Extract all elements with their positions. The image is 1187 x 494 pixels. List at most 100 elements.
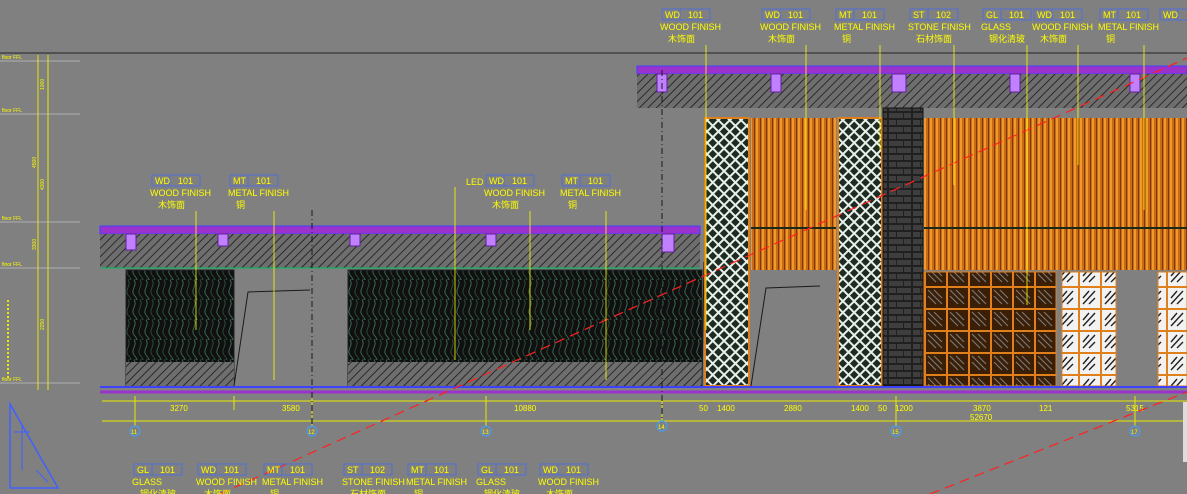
side-dim: 4500 xyxy=(32,157,38,168)
tag-english: METAL FINISH xyxy=(1098,22,1159,32)
tag-chinese: 木饰面 xyxy=(204,488,231,494)
level-scale: floor FFL floor FFL floor FFL floor FFL … xyxy=(0,55,80,390)
tag-code: GL xyxy=(137,465,149,475)
tag-number: 101 xyxy=(290,465,305,475)
tag-code: MT xyxy=(233,176,246,186)
tag-chinese: 石材饰面 xyxy=(350,488,386,494)
dimension-chain: 3270 3580 10880 50 1400 2880 1400 50 120… xyxy=(102,396,1187,426)
tag-box xyxy=(761,8,811,21)
glass-cabinet xyxy=(1157,271,1187,387)
tag-english: WOOD FINISH xyxy=(538,477,599,487)
dimension-value: 1400 xyxy=(717,404,735,413)
tag-chinese: 木饰面 xyxy=(768,33,795,44)
section-line xyxy=(929,391,1187,494)
tag-code: MT xyxy=(411,465,424,475)
tag-code: ST xyxy=(913,10,925,20)
tag-code: MT xyxy=(1103,10,1116,20)
dimension-value: 10880 xyxy=(514,404,537,413)
dimension-value: 3870 xyxy=(973,404,991,413)
tag-code: MT xyxy=(267,465,280,475)
dimension-value: 2880 xyxy=(784,404,802,413)
tag-code: ST xyxy=(347,465,359,475)
level-label: floor FFL xyxy=(2,377,22,383)
tag-chinese: 木饰面 xyxy=(1040,33,1067,44)
dimension-value: 50 xyxy=(878,404,887,413)
display-cabinet xyxy=(923,271,1057,387)
tag-box xyxy=(133,463,183,476)
grid-label: 15 xyxy=(892,430,899,436)
dimension-value: 3580 xyxy=(282,404,300,413)
tag-box xyxy=(197,463,247,476)
tag-box xyxy=(407,463,457,476)
tag-box xyxy=(263,463,313,476)
side-dim: 4300 xyxy=(40,179,46,190)
led-label: LED xyxy=(466,177,484,187)
stone-column xyxy=(882,107,924,387)
tag-english: GLASS xyxy=(132,477,162,487)
grid-label: 12 xyxy=(308,430,315,436)
tag-english: GLASS xyxy=(981,22,1011,32)
tag-english: METAL FINISH xyxy=(560,188,621,198)
tag-code: WD xyxy=(543,465,558,475)
side-dim: 1000 xyxy=(40,79,46,90)
tag-number: 101 xyxy=(688,10,703,20)
tag-english: WOOD FINISH xyxy=(1032,22,1093,32)
level-label: floor FFL xyxy=(2,216,22,222)
tag-number: 101 xyxy=(512,176,527,186)
tag-code: MT xyxy=(839,10,852,20)
tag-box xyxy=(982,8,1032,21)
tag-english: WOOD FINISH xyxy=(484,188,545,198)
tag-number: 101 xyxy=(1009,10,1024,20)
grid-label: 13 xyxy=(482,430,489,436)
lattice-column xyxy=(837,117,883,387)
tag-chinese: 铜 xyxy=(236,199,245,210)
tag-box xyxy=(561,174,611,187)
wood-slat-panel xyxy=(924,118,1187,270)
tag-number: 101 xyxy=(588,176,603,186)
dimension-value: 3270 xyxy=(170,404,188,413)
upper-ceiling xyxy=(636,65,1187,108)
tag-code: WD xyxy=(665,10,680,20)
tag-chinese: 铜 xyxy=(842,33,851,44)
tag-chinese: 钢化清玻 xyxy=(140,488,176,494)
tag-code: WD xyxy=(1037,10,1052,20)
tag-code: MT xyxy=(565,176,578,186)
tag-english: STONE FINISH xyxy=(908,22,971,32)
overall-dimension: 52670 xyxy=(970,413,993,422)
tag-box xyxy=(1033,8,1083,21)
tag-number: 101 xyxy=(566,465,581,475)
grid-label: 17 xyxy=(1131,430,1138,436)
tag-chinese: 钢化清玻 xyxy=(989,33,1025,44)
tag-number: 102 xyxy=(936,10,951,20)
tag-english: METAL FINISH xyxy=(228,188,289,198)
tag-number: 101 xyxy=(788,10,803,20)
section-line xyxy=(219,57,1187,494)
tag-number: 101 xyxy=(178,176,193,186)
side-dim: 2250 xyxy=(40,319,46,330)
grid-label: 11 xyxy=(131,430,138,436)
level-label: floor FFL xyxy=(2,55,22,61)
tag-code: WD xyxy=(1163,10,1178,20)
tag-code: WD xyxy=(155,176,170,186)
lower-ceiling xyxy=(99,225,701,269)
tag-number: 101 xyxy=(224,465,239,475)
tag-chinese: 铜 xyxy=(1106,33,1115,44)
tag-code: WD xyxy=(489,176,504,186)
tag-box xyxy=(229,174,279,187)
tag-code: WD xyxy=(765,10,780,20)
tag-number: 101 xyxy=(434,465,449,475)
tag-english: WOOD FINISH xyxy=(150,188,211,198)
tag-english: WOOD FINISH xyxy=(760,22,821,32)
tag-english: METAL FINISH xyxy=(262,477,323,487)
tag-english: METAL FINISH xyxy=(834,22,895,32)
tag-english: GLASS xyxy=(476,477,506,487)
tag-english: WOOD FINISH xyxy=(196,477,257,487)
lattice-column xyxy=(704,117,750,387)
tag-chinese: 木饰面 xyxy=(492,199,519,210)
dimension-value: 1200 xyxy=(895,404,913,413)
tag-number: 101 xyxy=(1126,10,1141,20)
wood-slat-panel xyxy=(751,118,836,270)
tag-number: 101 xyxy=(504,465,519,475)
